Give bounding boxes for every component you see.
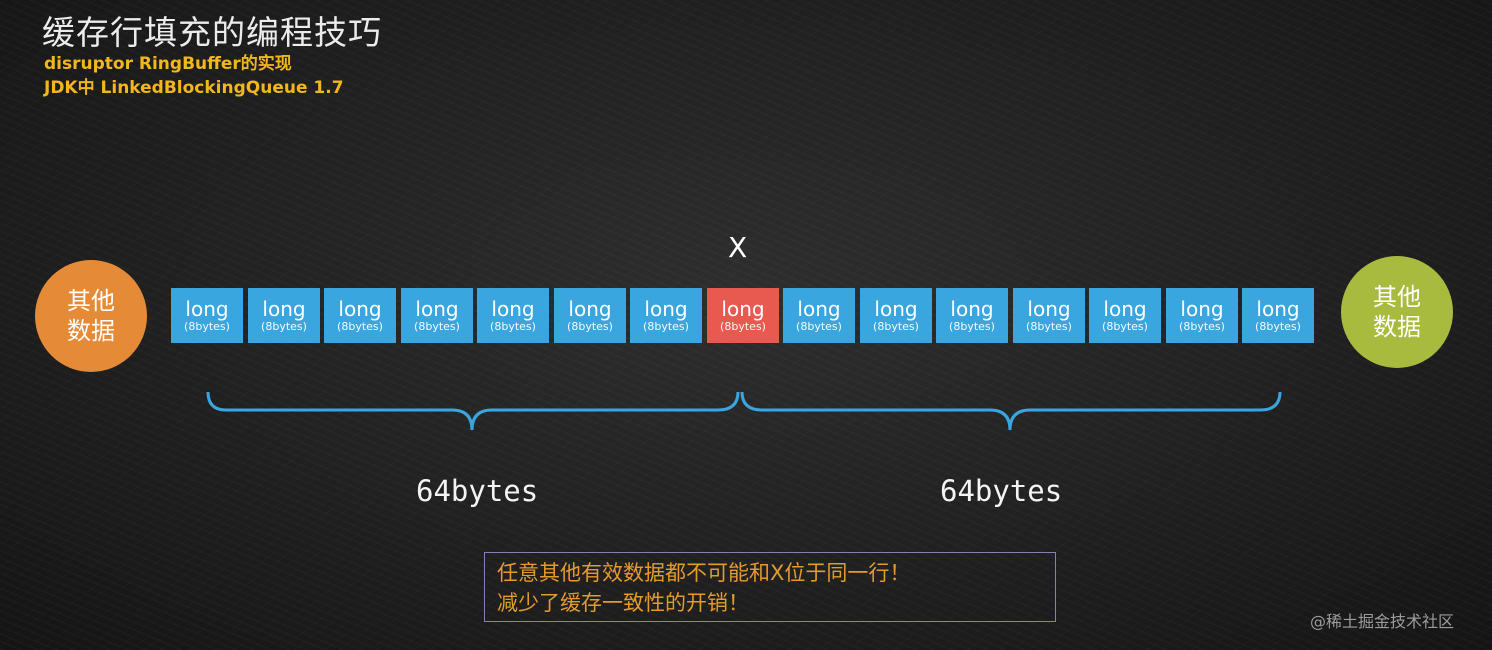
cell-type-label: long [491,296,535,321]
watermark: @稀土掘金技术社区 [1310,612,1455,631]
cell-long: long(8bytes) [1089,288,1161,343]
other-data-right-circle: 其他 数据 [1341,256,1453,368]
cell-size-label: (8bytes) [720,319,766,333]
right-brace [740,391,1282,431]
cell-size-label: (8bytes) [184,319,230,333]
cell-size-label: (8bytes) [1026,319,1072,333]
cell-long-x: long(8bytes) [707,288,779,343]
cell-long: long(8bytes) [401,288,473,343]
cell-type-label: long [185,296,229,321]
cell-size-label: (8bytes) [949,319,995,333]
cell-long: long(8bytes) [1242,288,1314,343]
cell-long: long(8bytes) [630,288,702,343]
cell-size-label: (8bytes) [1179,319,1225,333]
cell-type-label: long [415,296,459,321]
cell-type-label: long [262,296,306,321]
left-brace [206,391,740,431]
cell-long: long(8bytes) [1166,288,1238,343]
cell-size-label: (8bytes) [643,319,689,333]
cell-long: long(8bytes) [860,288,932,343]
left-circle-line2: 数据 [67,317,115,345]
cell-long: long(8bytes) [248,288,320,343]
right-cache-line-size: 64bytes [940,474,1063,508]
cell-type-label: long [1027,296,1071,321]
cell-type-label: long [721,296,765,321]
note-box: 任意其他有效数据都不可能和X位于同一行！ 减少了缓存一致性的开销！ [484,552,1056,622]
cell-long: long(8bytes) [324,288,396,343]
cell-long: long(8bytes) [936,288,1008,343]
subtitle-disruptor: disruptor RingBuffer的实现 [44,54,292,74]
cell-size-label: (8bytes) [1102,319,1148,333]
left-circle-line1: 其他 [67,287,115,315]
cell-type-label: long [644,296,688,321]
cell-long: long(8bytes) [1013,288,1085,343]
cell-type-label: long [1103,296,1147,321]
right-circle-line1: 其他 [1373,283,1421,311]
right-circle-line2: 数据 [1373,313,1421,341]
cell-type-label: long [1256,296,1300,321]
cell-type-label: long [338,296,382,321]
cell-size-label: (8bytes) [796,319,842,333]
cell-size-label: (8bytes) [337,319,383,333]
cell-long: long(8bytes) [554,288,626,343]
cell-long: long(8bytes) [783,288,855,343]
cell-type-label: long [1180,296,1224,321]
page-title: 缓存行填充的编程技巧 [42,13,382,52]
cell-type-label: long [950,296,994,321]
note-line2: 减少了缓存一致性的开销！ [497,591,749,615]
cell-long: long(8bytes) [477,288,549,343]
cell-size-label: (8bytes) [261,319,307,333]
x-variable-label: X [728,231,748,264]
cell-type-label: long [874,296,918,321]
cell-type-label: long [797,296,841,321]
cell-size-label: (8bytes) [490,319,536,333]
note-line1: 任意其他有效数据都不可能和X位于同一行！ [497,561,911,585]
cell-long: long(8bytes) [171,288,243,343]
cell-type-label: long [568,296,612,321]
left-cache-line-size: 64bytes [416,474,539,508]
cell-size-label: (8bytes) [873,319,919,333]
cell-size-label: (8bytes) [414,319,460,333]
cell-size-label: (8bytes) [1255,319,1301,333]
subtitle-jdk: JDK中 LinkedBlockingQueue 1.7 [44,78,344,98]
other-data-left-circle: 其他 数据 [35,260,147,372]
cell-size-label: (8bytes) [567,319,613,333]
